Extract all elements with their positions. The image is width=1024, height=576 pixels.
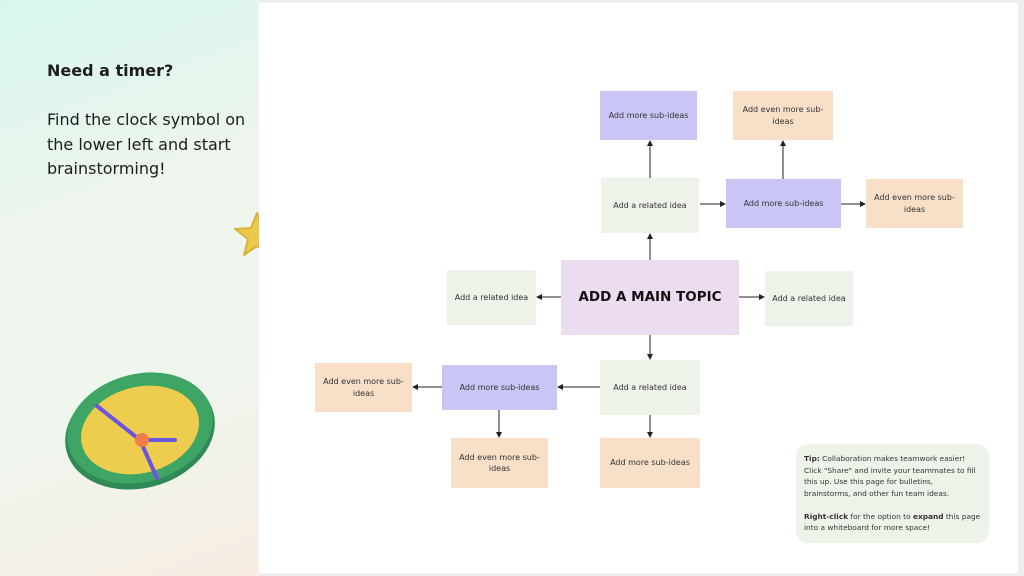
tip-note: Tip: Collaboration makes teamwork easier… [796,444,989,543]
sub-idea-box[interactable]: Add more sub-ideas [600,91,697,140]
related-idea-box[interactable]: Add a related idea [447,270,536,325]
tip-text: this page into a whiteboard for more spa… [804,511,981,533]
sub-idea-box[interactable]: Add more sub-ideas [600,438,700,488]
sidebar-heading: Need a timer? [47,61,174,80]
main-topic-box[interactable]: ADD A MAIN TOPIC [561,260,739,335]
sub-idea-box[interactable]: Add even more sub-ideas [866,179,963,228]
related-idea-box[interactable]: Add a related idea [600,360,700,415]
tip-bold-rightclick: Right-click [804,511,849,521]
sub-idea-box[interactable]: Add even more sub-ideas [451,438,548,488]
tip-text: for the option to [848,511,913,521]
sub-idea-box[interactable]: Add even more sub-ideas [315,363,412,412]
sidebar-text: Find the clock symbol on the lower left … [47,110,246,178]
related-idea-box[interactable]: Add a related idea [765,271,853,326]
tip-label: Tip: [804,454,820,463]
clock-icon [65,372,215,490]
tip-bold-expand: expand [912,511,944,521]
tip-text: Collaboration makes teamwork easier! Cli… [804,454,976,498]
related-idea-box[interactable]: Add a related idea [601,178,699,233]
sub-idea-box[interactable]: Add more sub-ideas [442,365,557,410]
sub-idea-box[interactable]: Add more sub-ideas [726,179,841,228]
sub-idea-box[interactable]: Add even more sub-ideas [733,91,833,140]
sidebar-panel: Need a timer? Find the clock symbol on t… [0,0,259,576]
